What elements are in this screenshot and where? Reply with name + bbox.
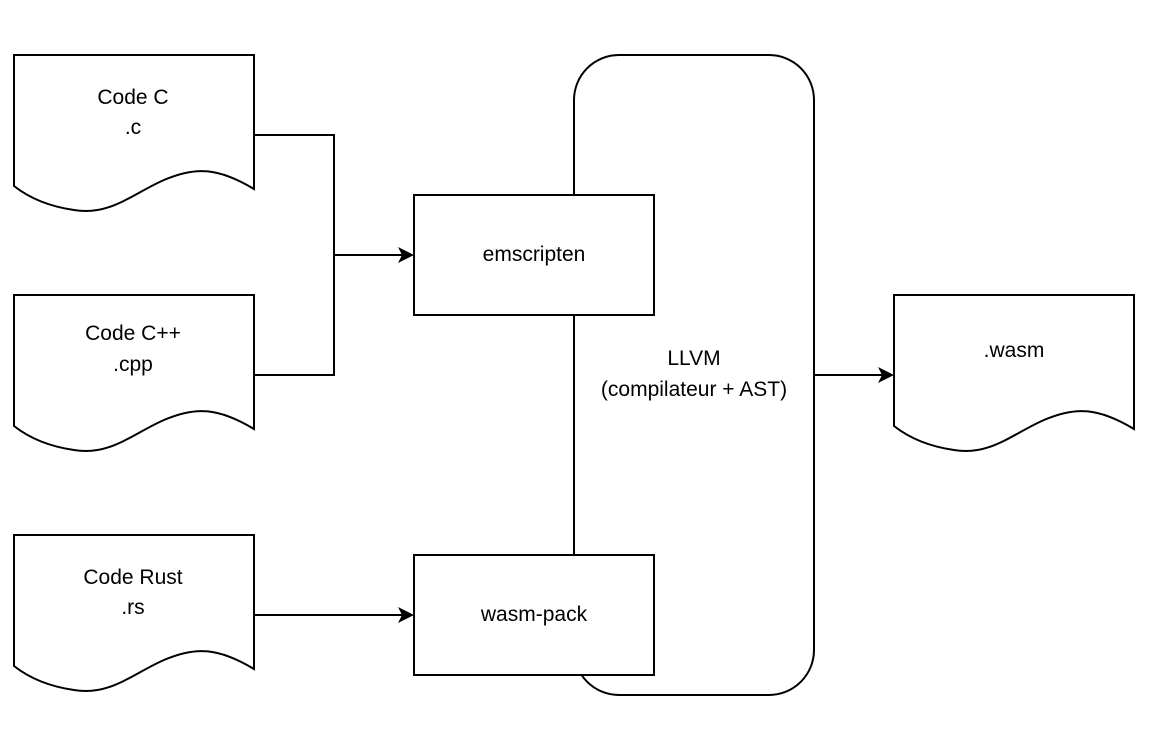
document-code-rust-title: Code Rust	[83, 566, 182, 589]
emscripten-box	[413, 194, 655, 316]
arrowhead-wasm	[878, 367, 894, 383]
arrowhead-wasm-pack	[398, 607, 414, 623]
document-code-rust-shape	[13, 534, 255, 692]
document-code-cpp-shape	[13, 294, 255, 452]
document-wasm-shape	[893, 294, 1135, 452]
document-code-c-shape	[13, 54, 255, 212]
arrowhead-emscripten	[398, 247, 414, 263]
document-code-c[interactable]: Code C .c	[13, 54, 255, 212]
llvm-title: LLVM	[667, 347, 720, 370]
document-wasm[interactable]: .wasm	[893, 294, 1135, 452]
wasm-pack-box	[413, 554, 655, 676]
document-code-cpp-title: Code C++	[85, 322, 181, 345]
document-code-cpp-ext: .cpp	[113, 353, 153, 376]
document-code-c-ext: .c	[125, 116, 141, 139]
document-wasm-title: .wasm	[984, 339, 1045, 362]
edge-code-cpp-to-emscripten	[254, 255, 335, 376]
edge-code-c-to-emscripten	[254, 134, 402, 256]
document-code-rust-ext: .rs	[121, 596, 144, 619]
document-code-c-title: Code C	[97, 86, 168, 109]
wasm-pack-label: wasm-pack	[480, 603, 588, 626]
llvm-subtitle: (compilateur + AST)	[601, 378, 787, 401]
process-emscripten[interactable]: emscripten	[413, 194, 655, 316]
process-wasm-pack[interactable]: wasm-pack	[413, 554, 655, 676]
emscripten-label: emscripten	[483, 243, 586, 266]
document-code-rust[interactable]: Code Rust .rs	[13, 534, 255, 692]
document-code-cpp[interactable]: Code C++ .cpp	[13, 294, 255, 452]
